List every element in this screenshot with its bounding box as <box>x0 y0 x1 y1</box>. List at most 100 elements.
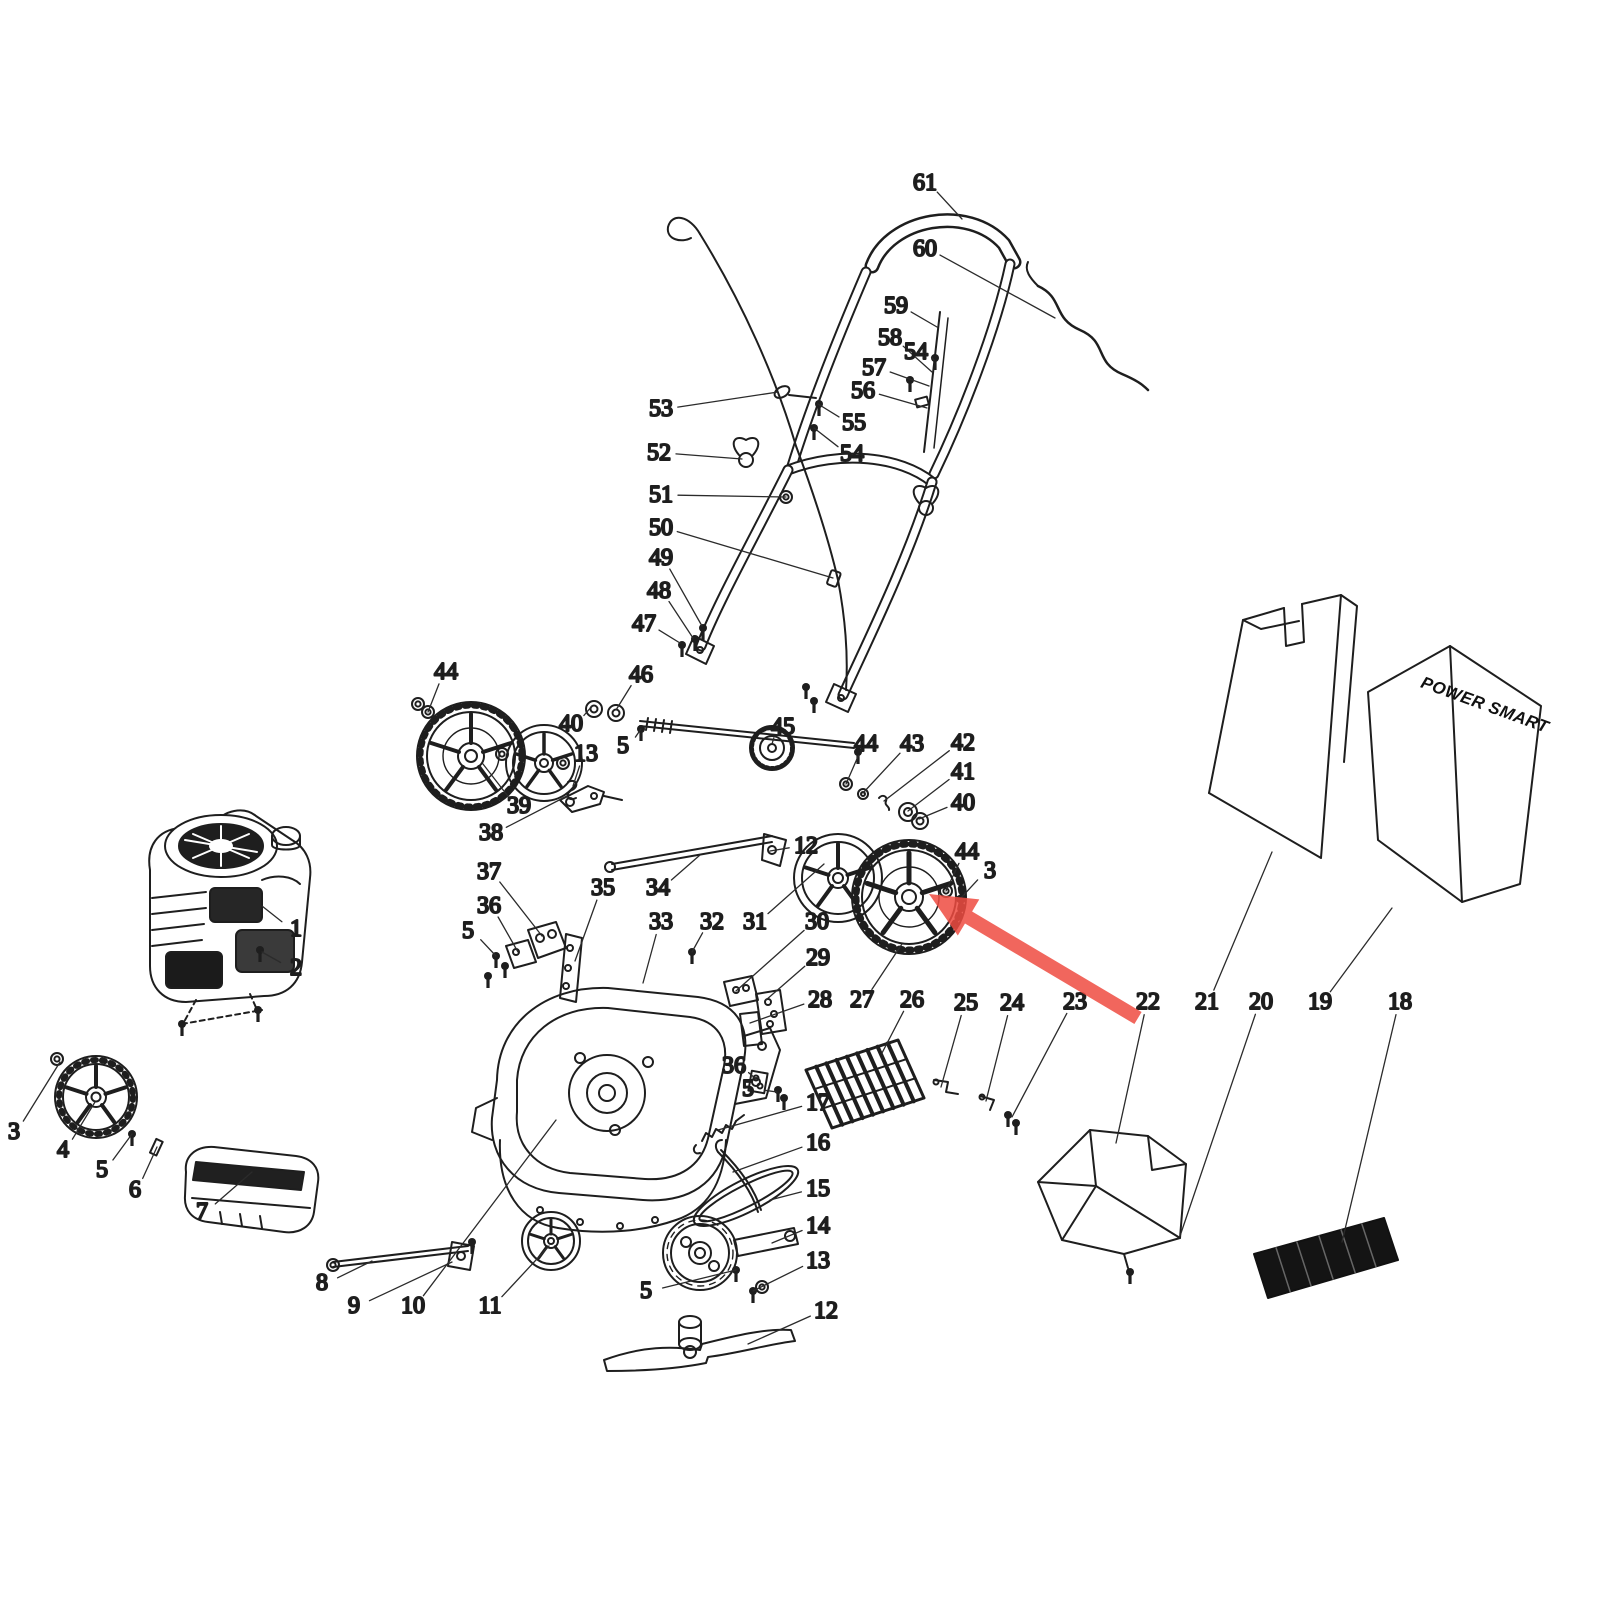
part-label-32: 32 <box>700 909 724 935</box>
leader-line-part-27 <box>871 943 903 991</box>
leader-line-part-31 <box>767 863 825 915</box>
leader-line-part-16 <box>732 1146 803 1173</box>
part-label-43: 43 <box>900 731 924 757</box>
part-label-26: 26 <box>900 987 924 1013</box>
leader-line-part-3 <box>959 879 979 900</box>
part-label-49: 49 <box>649 545 673 571</box>
part-label-9: 9 <box>348 1293 360 1319</box>
leader-line-part-32 <box>691 932 704 953</box>
part-label-13: 13 <box>574 741 598 767</box>
leader-line-part-54 <box>930 356 935 361</box>
part-label-5: 5 <box>462 918 474 944</box>
handle-knob <box>732 436 760 468</box>
part-label-59: 59 <box>884 293 908 319</box>
handle-knob <box>912 484 940 516</box>
leader-line-part-37 <box>499 881 543 937</box>
leader-line-part-44 <box>427 683 440 713</box>
leader-line-part-47 <box>658 629 681 644</box>
part-label-5: 5 <box>96 1157 108 1183</box>
leader-line-part-52 <box>675 453 743 460</box>
leader-line-part-6 <box>142 1146 158 1180</box>
part-label-52: 52 <box>647 440 671 466</box>
part-label-51: 51 <box>649 482 673 508</box>
drive-shaft <box>639 717 863 771</box>
leader-line-part-59 <box>910 311 938 328</box>
leader-line-part-38 <box>505 795 568 828</box>
bail-cable <box>699 233 848 691</box>
leader-line-part-25 <box>940 1014 962 1088</box>
part-label-5: 5 <box>742 1076 754 1102</box>
leader-line-part-5 <box>634 728 642 738</box>
leader-line-part-44 <box>945 862 960 892</box>
part-label-35: 35 <box>591 875 615 901</box>
part-label-47: 47 <box>632 611 656 637</box>
part-label-33: 33 <box>649 909 673 935</box>
leader-line-part-46 <box>615 684 632 711</box>
mulch-grate <box>1253 1217 1399 1299</box>
leader-line-part-14 <box>771 1229 803 1244</box>
leader-lines <box>22 191 1397 1345</box>
part-label-58: 58 <box>878 325 902 351</box>
part-label-41: 41 <box>951 759 975 785</box>
part-label-8: 8 <box>316 1270 328 1296</box>
rear-grate <box>804 1038 926 1130</box>
front-axle-rod <box>326 1237 477 1272</box>
leader-line-part-36 <box>747 1071 757 1080</box>
leader-line-part-1 <box>261 905 283 923</box>
mower-deck <box>471 947 781 1233</box>
leader-line-part-55 <box>817 403 840 418</box>
deck-bracket-cluster-left <box>483 921 583 1003</box>
control-rod <box>905 311 949 453</box>
part-label-20: 20 <box>1249 989 1273 1015</box>
part-label-48: 48 <box>647 578 671 604</box>
part-label-1: 1 <box>290 916 302 942</box>
part-label-34: 34 <box>646 875 670 901</box>
part-label-25: 25 <box>954 990 978 1016</box>
fuel-cap <box>271 826 301 851</box>
leader-line-part-12 <box>747 1315 811 1345</box>
door-rod-hardware <box>932 1078 1021 1136</box>
leader-line-part-33 <box>642 933 657 984</box>
leader-line-part-23 <box>1011 1012 1068 1118</box>
leader-line-part-7 <box>214 1171 253 1205</box>
throttle-rod <box>1036 284 1150 392</box>
part-label-15: 15 <box>806 1176 830 1202</box>
part-label-38: 38 <box>479 820 503 846</box>
part-label-54: 54 <box>840 441 864 467</box>
engine <box>148 809 312 1037</box>
leader-line-part-58 <box>902 345 933 373</box>
part-label-12: 12 <box>814 1298 838 1324</box>
part-label-6: 6 <box>129 1177 141 1203</box>
leader-line-part-40 <box>583 705 593 717</box>
part-label-29: 29 <box>806 945 830 971</box>
leader-line-part-48 <box>668 600 694 639</box>
part-label-60: 60 <box>913 236 937 262</box>
leader-line-part-45 <box>771 737 775 745</box>
part-label-24: 24 <box>1000 990 1024 1016</box>
part-label-40: 40 <box>559 711 583 737</box>
part-label-5: 5 <box>640 1278 652 1304</box>
part-label-44: 44 <box>955 839 979 865</box>
part-label-13: 13 <box>806 1248 830 1274</box>
part-label-44: 44 <box>434 659 458 685</box>
leader-line-part-28 <box>749 1003 805 1024</box>
part-label-14: 14 <box>806 1213 830 1239</box>
leader-line-part-24 <box>985 1014 1009 1102</box>
leader-line-part-44 <box>845 754 860 785</box>
leader-line-part-29 <box>765 965 806 1001</box>
leader-line-part-12 <box>769 847 790 852</box>
leader-line-part-18 <box>1341 1013 1397 1243</box>
part-label-57: 57 <box>862 355 886 381</box>
part-label-3: 3 <box>984 858 996 884</box>
leader-line-part-10 <box>422 1119 557 1297</box>
part-label-19: 19 <box>1308 989 1332 1015</box>
part-label-50: 50 <box>649 515 673 541</box>
leader-line-part-42 <box>883 750 950 802</box>
leader-line-part-5 <box>661 1269 737 1289</box>
part-label-21: 21 <box>1195 989 1219 1015</box>
blade-adapter <box>662 1215 799 1304</box>
leader-line-part-56 <box>878 393 928 409</box>
part-label-18: 18 <box>1388 989 1412 1015</box>
